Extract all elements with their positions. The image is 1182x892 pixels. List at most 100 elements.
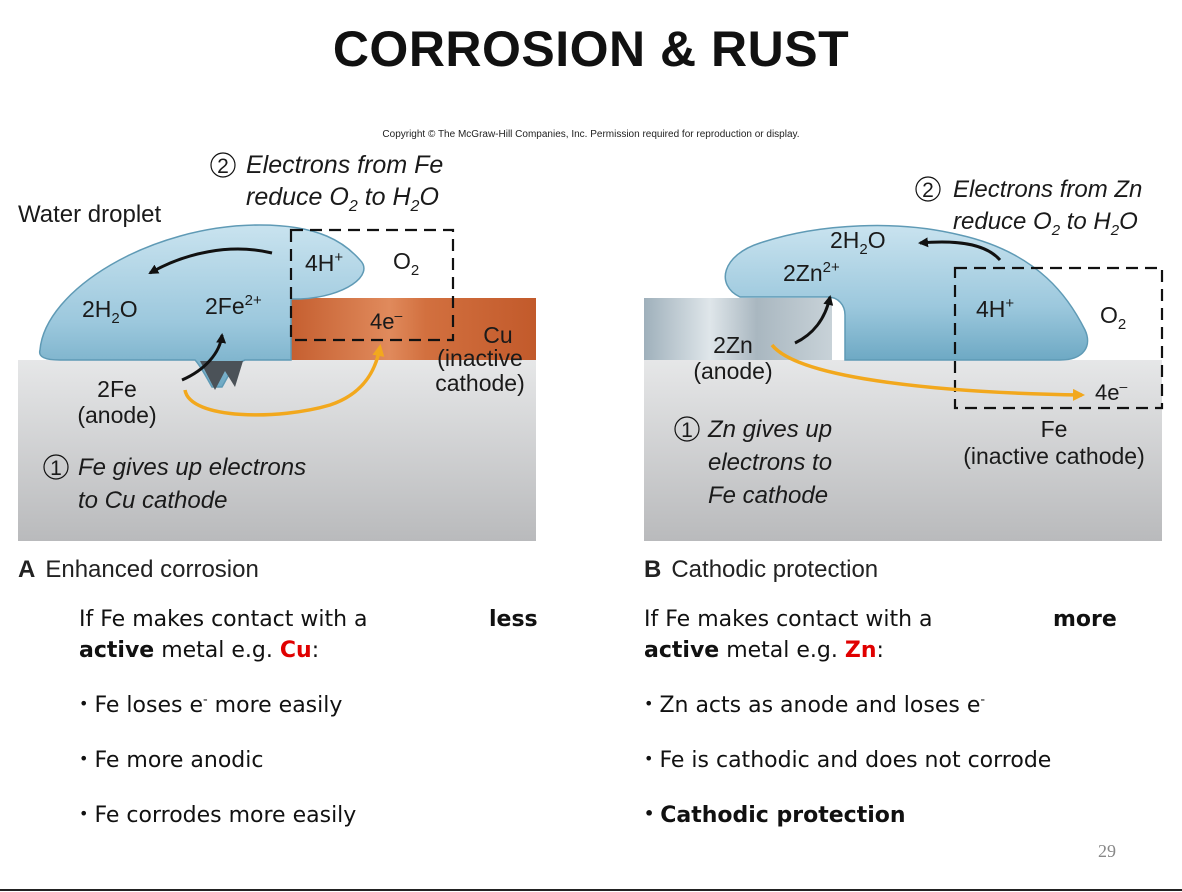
step-1-line3-b: Fe cathode (708, 482, 828, 509)
left-colon: : (311, 638, 320, 663)
bullet-icon: • (79, 694, 89, 713)
bullet-icon: • (644, 804, 655, 823)
right-metal-text: metal e.g. (719, 638, 845, 663)
right-active-word: active (644, 638, 720, 663)
page-number: 29 (1098, 841, 1116, 861)
left-intro-text: If Fe makes contact with a (79, 607, 368, 632)
electron-flow-arrow-a (183, 344, 385, 417)
electrons-label-b: 4e– (1095, 378, 1127, 405)
right-intro-emphasis: more (1053, 607, 1117, 632)
copper-label: Cu (483, 322, 512, 348)
left-bullet-2-text: Fe more anodic (94, 748, 264, 773)
step-2-marker-a (210, 152, 236, 178)
water-formation-arrow-b (918, 237, 1002, 262)
hydrogen-ion-label-b: 4H+ (976, 295, 1014, 322)
caption-letter-b: B (644, 556, 662, 583)
hydrogen-ion-label-a: 4H+ (305, 249, 343, 276)
right-intro-line-2: active metal e.g. Zn: (644, 635, 1144, 666)
left-bullet-3-text: Fe corrodes more easily (94, 803, 357, 828)
caption-a: A Enhanced corrosion (18, 556, 259, 584)
zinc-anode-sublabel: (anode) (693, 358, 772, 384)
right-explanation: If Fe makes contact with a more active m… (644, 604, 1144, 831)
left-explanation: If Fe makes contact with a less active m… (79, 604, 549, 831)
caption-text-a: Enhanced corrosion (45, 556, 259, 583)
water-droplet-a (38, 224, 365, 388)
iron-cathode-label: Fe (1041, 416, 1068, 442)
right-intro-line-1: If Fe makes contact with a more (644, 604, 1144, 635)
left-bullet-1-text: Fe loses e (94, 693, 203, 718)
right-bullet-1-sup: - (980, 692, 986, 708)
left-bullet-1-sup: - (202, 692, 208, 708)
caption-text-b: Cathodic protection (671, 556, 879, 583)
panel-b: 2 Electrons from Zn reduce O2 to H2O 2H2… (644, 176, 1164, 541)
bullet-icon: • (79, 804, 89, 823)
bullet-icon: • (644, 749, 654, 768)
zinc-coating (644, 298, 832, 360)
left-intro-line-2: active metal e.g. Cu: (79, 635, 549, 666)
copyright-notice: Copyright © The McGraw-Hill Companies, I… (382, 129, 800, 140)
right-metal-name: Zn (844, 638, 877, 663)
step-1-line1-b: Zn gives up (707, 416, 832, 443)
step-2-line1-b: Electrons from Zn (953, 176, 1142, 203)
corrosion-diagram-svg: 2 Electrons from Fe reduce O2 to H2O Wat… (18, 151, 1164, 541)
bullet-icon: • (644, 694, 654, 713)
right-bullet-2: • Fe is cathodic and does not corrode (644, 747, 1144, 776)
step-2-line2-b: reduce O2 to H2O (953, 208, 1138, 239)
ion-release-arrow-b (794, 295, 834, 345)
corrosion-pit (200, 361, 243, 390)
cathode-region-box-a (289, 228, 455, 342)
left-bullet-3: • Fe corrodes more easily (79, 802, 549, 831)
step-1-marker-b (674, 416, 700, 442)
step-2-line2-a: reduce O2 to H2O (246, 183, 439, 215)
zinc-anode-label: 2Zn (713, 332, 753, 358)
step-1-marker-a (43, 454, 69, 480)
water-droplet-label: Water droplet (18, 201, 162, 228)
right-bullet-3-text: Cathodic protection (660, 803, 906, 828)
copper-inactive-label: (inactive (437, 345, 523, 371)
water-label-b: 2H2O (830, 227, 886, 258)
copper-cathode-label: cathode) (435, 370, 525, 396)
step-2-marker-b (915, 176, 941, 202)
step-1-number-b: 1 (681, 419, 693, 442)
zinc-ion-label: 2Zn2+ (783, 259, 840, 286)
left-metal-text: metal e.g. (154, 638, 280, 663)
left-intro-emphasis: less (489, 607, 538, 632)
step-2-number-a: 2 (217, 155, 229, 178)
slide-title: CORROSION & RUST (332, 21, 850, 77)
corrosion-figure: 2 Electrons from Fe reduce O2 to H2O Wat… (0, 125, 1182, 595)
ion-release-arrow-a (181, 333, 227, 382)
step-2-number-b: 2 (922, 179, 934, 202)
electron-flow-arrow-b (770, 343, 1085, 401)
left-intro-line-1: If Fe makes contact with a less (79, 604, 549, 635)
iron-cathode-sublabel: (inactive cathode) (963, 443, 1145, 469)
step-1-line2-a: to Cu cathode (78, 487, 227, 514)
panel-a: 2 Electrons from Fe reduce O2 to H2O Wat… (18, 151, 536, 541)
water-label-a: 2H2O (82, 296, 138, 327)
right-bullet-1: •Zn acts as anode and loses e- (644, 692, 1144, 721)
step-1-number-a: 1 (50, 457, 62, 480)
caption-b: B Cathodic protection (644, 556, 878, 584)
step-1-line2-b: electrons to (708, 449, 832, 476)
step-2-line1-a: Electrons from Fe (246, 151, 443, 179)
iron-anode-sublabel: (anode) (77, 402, 156, 428)
cathode-region-box-b (953, 266, 1164, 410)
right-bullet-2-text: Fe is cathodic and does not corrode (659, 748, 1052, 773)
iron-anode-label: 2Fe (97, 376, 137, 402)
oxygen-label-a: O2 (393, 248, 419, 279)
bottom-divider (0, 889, 1182, 891)
caption-letter-a: A (18, 556, 36, 583)
step-1-line1-a: Fe gives up electrons (78, 454, 306, 481)
iron-ion-label: 2Fe2+ (205, 292, 262, 319)
right-bullet-3: • Cathodic protection (644, 802, 1144, 831)
right-colon: : (876, 638, 884, 663)
bullet-icon: • (79, 749, 89, 768)
water-droplet-b (724, 224, 1089, 361)
left-bullet-1-tail: more easily (207, 693, 343, 718)
iron-plate (18, 360, 536, 541)
electrons-label-a: 4e– (370, 307, 402, 334)
left-active-word: active (79, 638, 155, 663)
left-bullet-1: • Fe loses e- more easily (79, 692, 549, 721)
water-formation-arrow-a (148, 247, 273, 275)
left-metal-name: Cu (279, 638, 312, 663)
oxygen-label-b: O2 (1100, 302, 1126, 333)
